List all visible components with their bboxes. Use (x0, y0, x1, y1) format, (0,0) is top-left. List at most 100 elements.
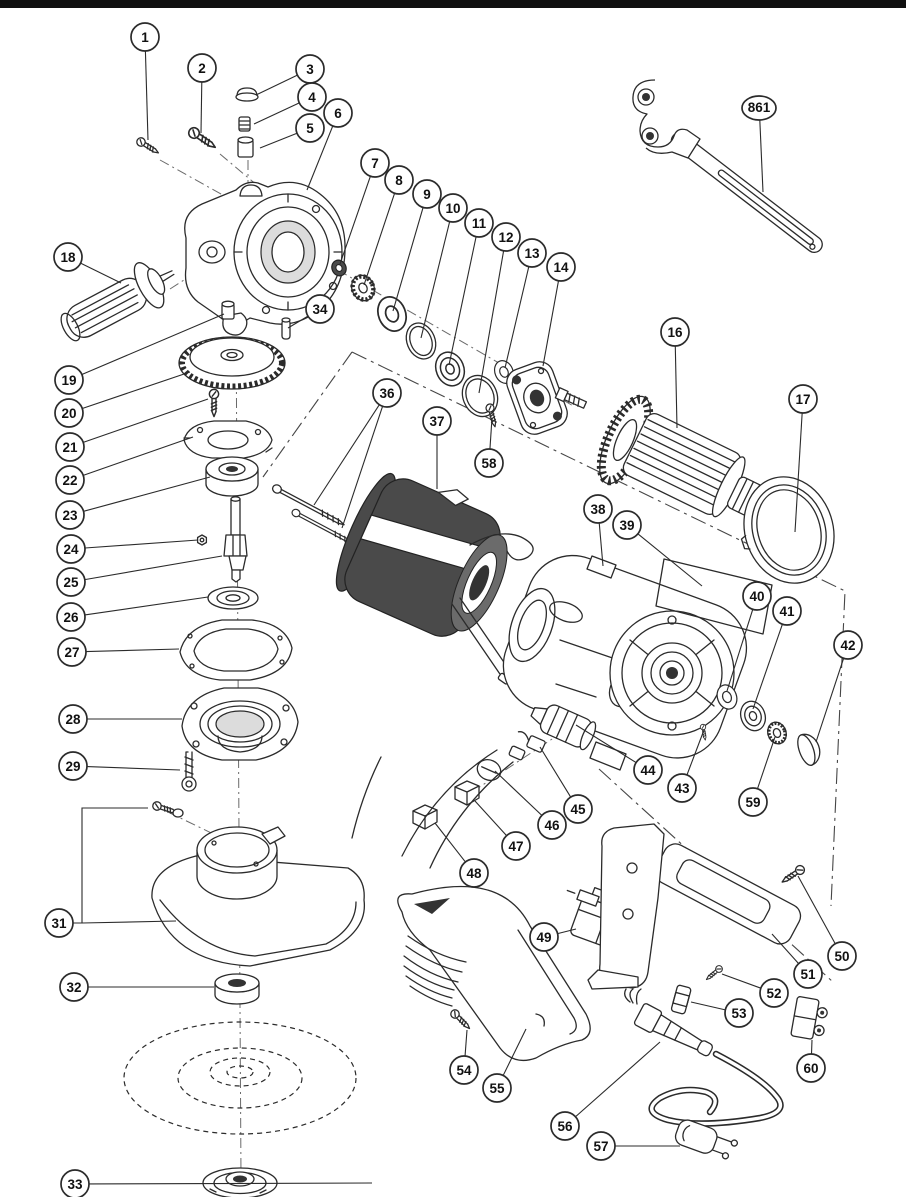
svg-text:23: 23 (62, 508, 78, 523)
svg-text:42: 42 (840, 638, 855, 653)
callout-13: 13 (517, 238, 547, 268)
svg-text:54: 54 (456, 1063, 472, 1078)
part-wheel-guard (151, 800, 366, 967)
svg-text:24: 24 (63, 542, 79, 557)
leader-line-7 (339, 176, 371, 265)
callout-1: 1 (130, 22, 160, 52)
svg-text:26: 26 (63, 610, 79, 625)
callout-29: 29 (58, 751, 88, 781)
leader-line-3 (255, 74, 298, 96)
leader-line-19 (81, 313, 225, 376)
leader-line-54 (464, 1029, 468, 1057)
svg-text:32: 32 (66, 980, 81, 995)
svg-text:861: 861 (748, 100, 771, 115)
callout-18: 18 (53, 242, 83, 272)
part-ring-10 (405, 322, 437, 360)
part-cord-guard (624, 988, 713, 1057)
leader-line-38 (598, 522, 604, 567)
part-cord-clip (670, 984, 692, 1015)
svg-text:47: 47 (508, 839, 523, 854)
part-screw-21 (208, 388, 220, 418)
callout-17: 17 (788, 384, 818, 414)
svg-text:10: 10 (445, 201, 460, 216)
svg-text:45: 45 (570, 802, 586, 817)
svg-text:50: 50 (834, 949, 849, 964)
part-bearing-41 (735, 697, 771, 735)
svg-text:55: 55 (489, 1081, 505, 1096)
callout-5: 5 (295, 113, 325, 143)
svg-text:11: 11 (472, 216, 487, 231)
part-bearing-plate (506, 361, 568, 435)
part-screw-2 (185, 124, 219, 153)
leader-line-39 (637, 533, 703, 587)
part-stator-bolt-a (271, 484, 345, 526)
leader-line-12 (478, 250, 505, 394)
svg-text:51: 51 (800, 967, 816, 982)
svg-text:37: 37 (429, 414, 444, 429)
svg-text:13: 13 (524, 246, 540, 261)
leader-line-4 (253, 102, 300, 125)
leader-line-25 (84, 555, 223, 581)
svg-text:49: 49 (536, 930, 551, 945)
part-nut-7 (331, 259, 347, 277)
callout-20: 20 (54, 398, 84, 428)
svg-text:60: 60 (803, 1061, 818, 1076)
svg-text:6: 6 (334, 106, 342, 121)
callout-27: 27 (57, 637, 87, 667)
callout-3: 3 (295, 54, 325, 84)
svg-text:7: 7 (371, 156, 379, 171)
part-cap-42 (797, 733, 821, 766)
part-stator (335, 472, 534, 685)
callout-46: 46 (537, 810, 567, 840)
svg-text:21: 21 (62, 440, 78, 455)
leader-line-22 (83, 436, 194, 476)
callout-60: 60 (796, 1053, 826, 1083)
svg-text:34: 34 (312, 302, 328, 317)
part-washer-59 (766, 721, 788, 745)
svg-text:18: 18 (60, 250, 76, 265)
svg-text:22: 22 (62, 473, 77, 488)
leader-line-29 (86, 765, 181, 771)
leader-line-2 (200, 81, 203, 134)
svg-text:14: 14 (553, 260, 569, 275)
leader-line-49 (557, 928, 577, 935)
part-spring-4 (238, 116, 251, 132)
svg-text:12: 12 (498, 230, 513, 245)
leader-line-59 (756, 736, 776, 789)
callout-49: 49 (529, 922, 559, 952)
leader-line-41 (752, 624, 783, 710)
callout-31: 31 (44, 908, 74, 938)
svg-text:2: 2 (198, 61, 206, 76)
leader-line-45 (539, 746, 572, 798)
part-handle-frame (587, 823, 802, 990)
part-side-handle (60, 262, 175, 342)
callout-38: 38 (583, 494, 613, 524)
callout-12: 12 (491, 222, 521, 252)
callout-25: 25 (56, 567, 86, 597)
callout-52: 52 (759, 978, 789, 1008)
part-gear-housing (184, 181, 346, 336)
svg-text:28: 28 (65, 712, 81, 727)
leader-line-16 (674, 345, 678, 429)
callout-54: 54 (449, 1055, 479, 1085)
callout-36: 36 (372, 378, 402, 408)
svg-text:27: 27 (64, 645, 79, 660)
callout-34: 34 (305, 294, 335, 324)
callout-41: 41 (772, 596, 802, 626)
svg-text:5: 5 (306, 121, 314, 136)
part-lock-plate (183, 420, 273, 459)
svg-text:29: 29 (65, 759, 80, 774)
leader-line-36 (341, 406, 384, 529)
part-pin-34 (281, 317, 291, 340)
leader-line-14 (542, 280, 560, 367)
leader-line-18 (80, 262, 122, 284)
leader-line-31 (73, 920, 177, 924)
leader-line-10 (420, 221, 451, 339)
svg-text:8: 8 (395, 173, 403, 188)
svg-text:4: 4 (308, 90, 316, 105)
leader-line-56 (575, 1041, 661, 1118)
callout-22: 22 (55, 465, 85, 495)
part-nameplate (655, 558, 773, 635)
